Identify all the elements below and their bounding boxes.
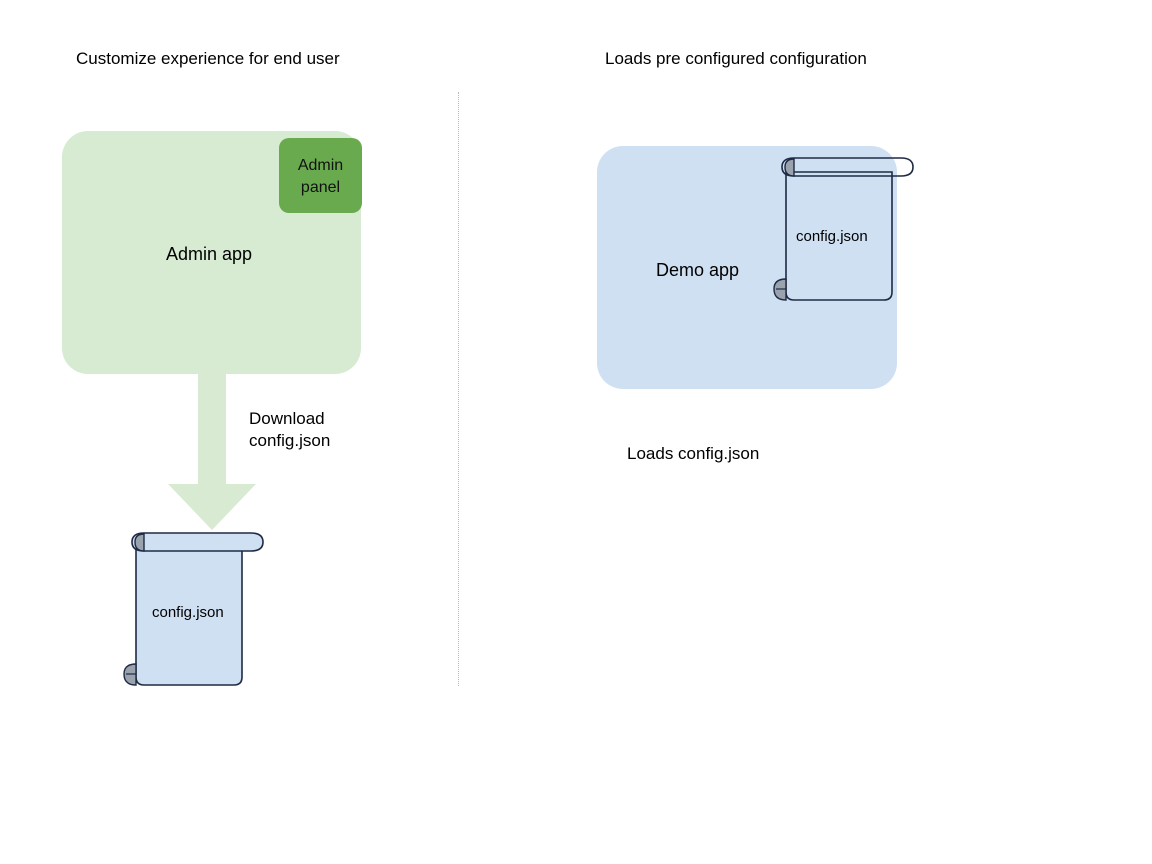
right-column-heading: Loads pre configured configuration bbox=[605, 49, 867, 68]
config-json-document-right[interactable] bbox=[768, 152, 918, 317]
left-column-heading: Customize experience for end user bbox=[76, 49, 340, 68]
download-arrow-label-line1: Download bbox=[249, 409, 325, 428]
admin-app-label: Admin app bbox=[166, 244, 253, 264]
admin-panel-label-line2: panel bbox=[300, 179, 341, 196]
download-arrow-icon bbox=[168, 366, 256, 530]
admin-panel-label-line1: Admin bbox=[297, 157, 344, 174]
admin-panel-label: Admin panel bbox=[279, 155, 362, 199]
download-arrow-label: Download config.json bbox=[249, 408, 330, 452]
config-json-label-left: config.json bbox=[152, 604, 224, 621]
admin-panel-box[interactable] bbox=[279, 138, 362, 213]
demo-app-label: Demo app bbox=[656, 260, 740, 280]
column-divider bbox=[458, 92, 459, 686]
download-arrow-label-line2: config.json bbox=[249, 431, 331, 450]
demo-app-container[interactable] bbox=[597, 146, 897, 389]
config-json-label-right: config.json bbox=[796, 228, 868, 245]
loads-config-caption: Loads config.json bbox=[627, 444, 760, 463]
config-json-document-left[interactable] bbox=[118, 527, 268, 692]
